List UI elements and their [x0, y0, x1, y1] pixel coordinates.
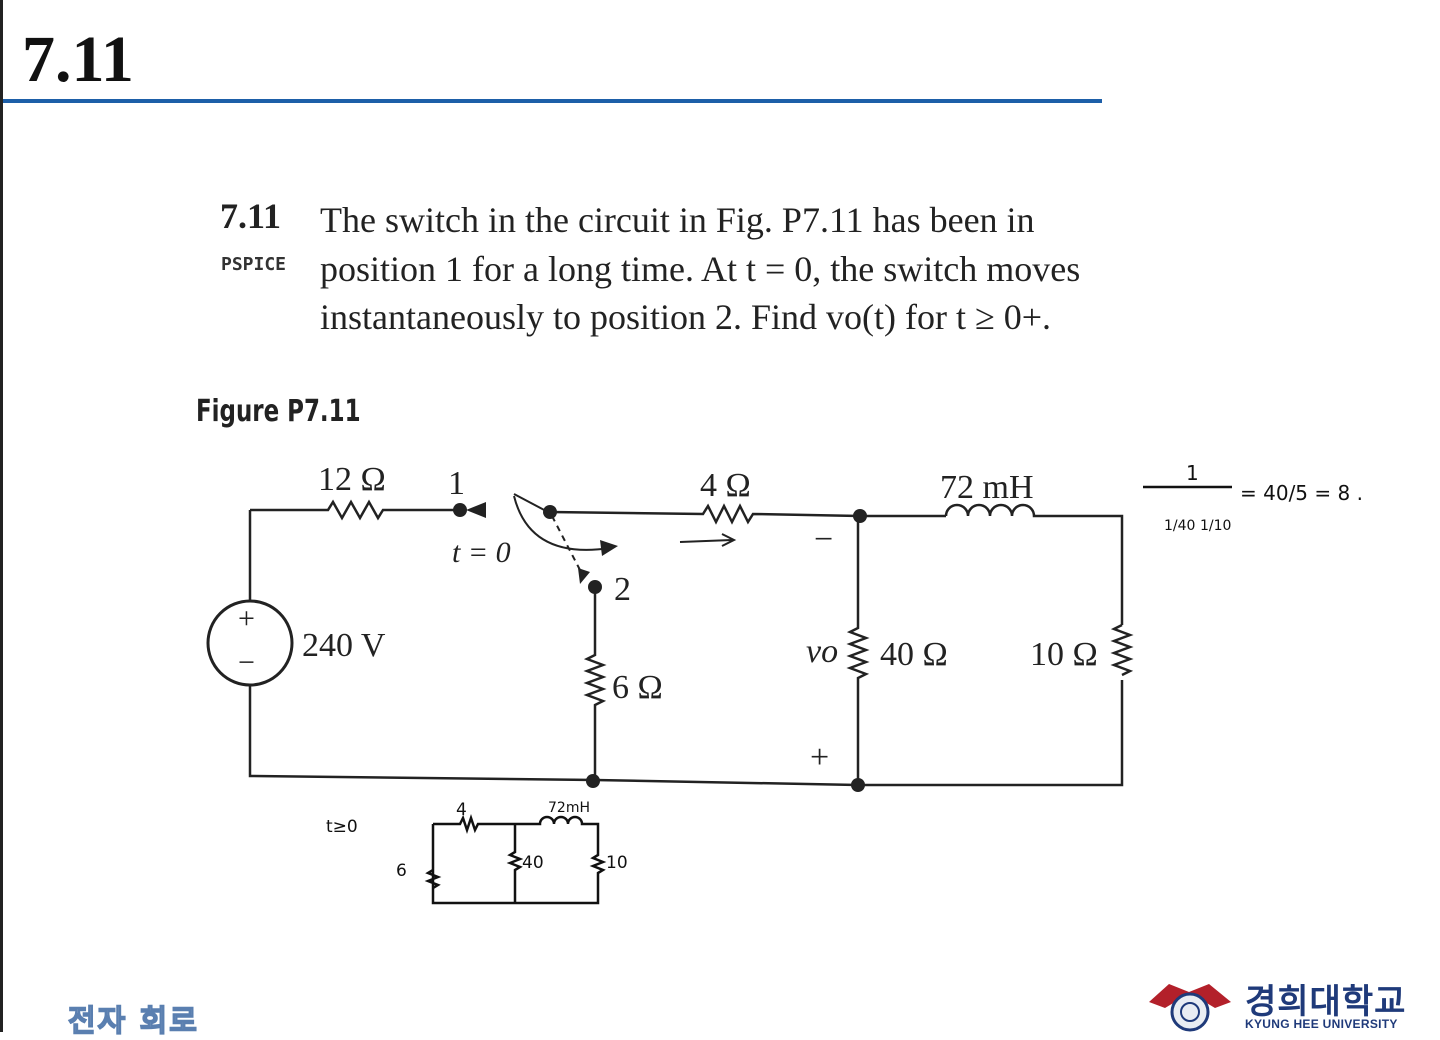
node-bottom-right — [851, 778, 865, 792]
wire-top-mid — [549, 503, 946, 525]
label-4ohm: 4 Ω — [700, 467, 751, 504]
note-numerator: 1 — [1186, 461, 1199, 485]
sketch-inductor: 72mH — [548, 800, 590, 816]
inductor-72mh — [944, 503, 1124, 625]
label-position-2: 2 — [614, 571, 631, 608]
label-vo-minus: − — [814, 521, 833, 558]
node-1 — [453, 503, 467, 517]
wire-left-lower — [248, 680, 1124, 787]
sketch-r10: 10 — [606, 853, 628, 873]
label-position-1: 1 — [448, 465, 465, 502]
note-den2: 1/10 — [1200, 518, 1231, 534]
label-t0: t = 0 — [452, 536, 511, 569]
logo-english: KYUNG HEE UNIVERSITY — [1245, 1017, 1398, 1031]
label-240v: 240 V — [302, 627, 386, 664]
slide-title: 7.11 — [22, 23, 134, 96]
label-12ohm: 12 Ω — [318, 461, 386, 498]
voltage-source — [206, 599, 294, 687]
node-2 — [588, 580, 602, 594]
label-vo: vo — [806, 633, 838, 670]
branch-40 — [846, 516, 870, 785]
figure-label: Figure P7.11 — [196, 394, 361, 429]
title-underline — [3, 99, 1102, 103]
label-vo-plus: + — [810, 739, 829, 776]
note-den1: 1/40 — [1164, 518, 1195, 534]
label-72mh: 72 mH — [940, 469, 1034, 506]
node-bottom-mid — [586, 774, 600, 788]
arc-arrowhead — [600, 540, 618, 556]
problem-statement: The switch in the circuit in Fig. P7.11 … — [320, 196, 1235, 342]
handwritten-sketch: t≥0 4 72mH 6 40 10 — [326, 800, 628, 905]
resistor-10 — [1110, 623, 1134, 677]
label-6ohm: 6 Ω — [612, 669, 663, 706]
switch-dashed — [551, 515, 581, 571]
node-switch — [543, 505, 557, 519]
contact-1-arrow — [466, 502, 486, 518]
problem-number: 7.11 — [220, 196, 282, 236]
switch-arc — [513, 495, 611, 551]
course-name: 전자 회로 — [67, 1003, 199, 1039]
handwritten-calculation: 1 1/40 1/10 = 40/5 = 8 . — [1143, 461, 1363, 534]
note-rhs: = 40/5 = 8 . — [1240, 481, 1363, 505]
label-10ohm: 10 Ω — [1030, 636, 1098, 673]
left-border — [0, 0, 3, 1032]
node-top-right — [853, 509, 867, 523]
university-logo: 경희대학교 KYUNG HEE UNIVERSITY — [1145, 972, 1440, 1032]
sketch-r40: 40 — [522, 853, 544, 873]
university-emblem-icon — [1149, 984, 1231, 1032]
switch-blade — [513, 493, 549, 513]
switch-arrowhead — [578, 568, 590, 584]
logo-korean: 경희대학교 — [1245, 982, 1407, 1022]
current-arrow — [679, 533, 737, 547]
wire-top-left — [250, 499, 460, 521]
label-40ohm: 40 Ω — [880, 636, 948, 673]
branch-6 — [583, 587, 607, 780]
source-plus: + — [238, 602, 255, 635]
pspice-tag: PSPICE — [221, 254, 287, 275]
source-minus: − — [238, 646, 255, 679]
sketch-time: t≥0 — [326, 817, 358, 837]
sketch-r6: 6 — [396, 861, 407, 881]
problem-line: position 1 for a long time. At t = 0, th… — [320, 248, 1081, 289]
sketch-r4: 4 — [456, 800, 467, 820]
problem-line: The switch in the circuit in Fig. P7.11 … — [320, 200, 1035, 240]
problem-line: instantaneously to position 2. Find vo(t… — [320, 297, 1052, 338]
